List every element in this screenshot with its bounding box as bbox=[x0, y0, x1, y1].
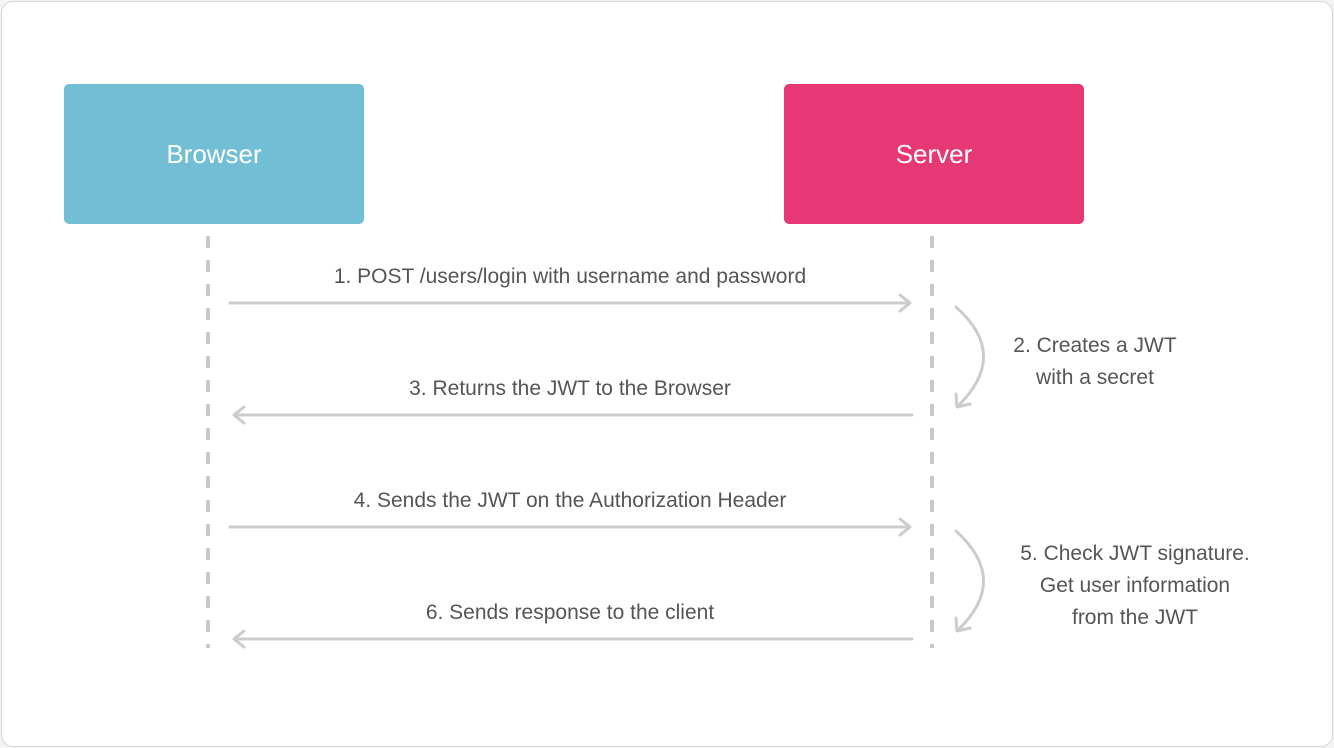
message-6-arrow bbox=[232, 629, 914, 649]
note-2-curved-arrow bbox=[954, 305, 985, 409]
server-lifeline bbox=[930, 236, 934, 648]
message-6-label: 6. Sends response to the client bbox=[425, 601, 715, 624]
browser-actor-label: Browser bbox=[166, 138, 262, 169]
note-5-curved-arrow bbox=[954, 529, 985, 633]
browser-lifeline bbox=[206, 236, 210, 648]
server-actor-label: Server bbox=[895, 138, 973, 169]
message-1-label: 1. POST /users/login with username and p… bbox=[333, 265, 807, 288]
message-3-arrow bbox=[232, 405, 914, 425]
browser-actor-box: Browser bbox=[64, 84, 364, 224]
note-5-label: 5. Check JWT signature. Get user informa… bbox=[1020, 542, 1250, 629]
note-2-label: 2. Creates a JWT with a secret bbox=[1013, 334, 1177, 389]
message-1-arrow bbox=[228, 293, 912, 313]
message-3-label: 3. Returns the JWT to the Browser bbox=[409, 377, 731, 400]
message-4-arrow bbox=[228, 517, 912, 537]
server-actor-box: Server bbox=[784, 84, 1084, 224]
message-4-label: 4. Sends the JWT on the Authorization He… bbox=[353, 489, 787, 512]
